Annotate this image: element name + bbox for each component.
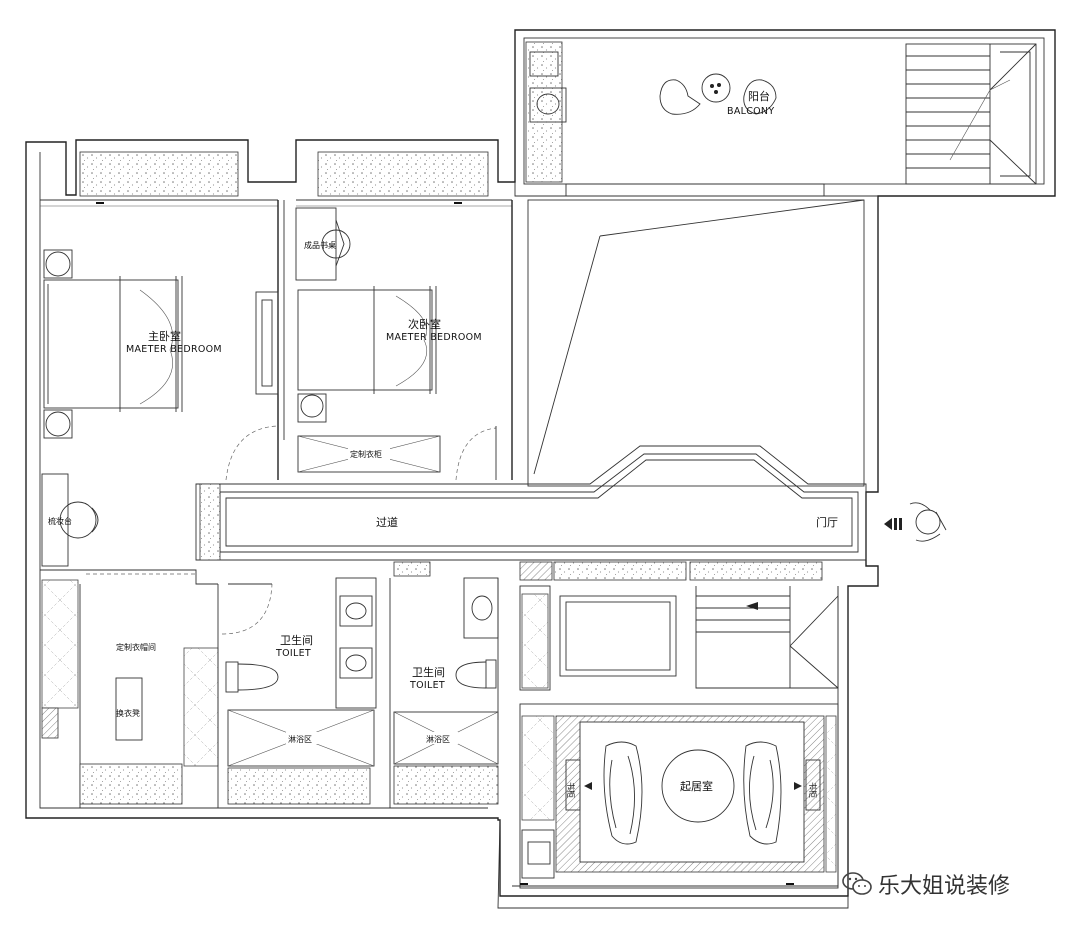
entrance-person [884,502,947,542]
second-bathroom: 卫生间 TOILET 淋浴区 [389,561,499,808]
dresser-label: 梳妆台 [48,516,72,526]
corridor: 过道 门厅 [195,445,867,561]
master-bedroom-planter [79,151,239,197]
master-bedroom: 主卧室 MAETER BEDROOM [43,200,285,481]
closet-planter [79,763,183,805]
walk-in-closet: 换衣凳 定制衣帽间 [40,569,219,808]
wardrobe [297,435,441,473]
corridor-label: 过道 [376,515,398,529]
balcony: 阳台 BALCONY [523,37,1045,197]
desk [295,207,337,281]
main-bath-label-en: TOILET [275,648,311,659]
foyer-label: 门厅 [816,515,838,529]
master-door-swing [225,425,279,481]
upper-staircase [905,43,1037,185]
watermark: 乐大姐说装修 [842,868,1010,900]
living-room: 起居室 书柜 书柜 [519,703,839,889]
second-bed [297,286,437,394]
cabinet-left-label: 书柜 [566,782,576,798]
second-shower-label: 淋浴区 [426,734,450,744]
second-bedroom: 成品书桌 定制衣柜 次卧室 MAETER BEDROOM [295,200,513,481]
sofa-right [743,741,782,845]
watermark-text: 乐大姐说装修 [878,874,1011,899]
second-bedroom-label-en: MAETER BEDROOM [386,332,482,343]
balcony-planter [525,41,563,183]
balcony-label-en: BALCONY [727,106,774,117]
second-bath-label-en: TOILET [409,680,445,691]
desk-label: 成品书桌 [304,240,336,250]
dresser-area: 梳妆台 [41,473,99,567]
balcony-chairs [659,73,777,115]
main-bath-label-cn: 卫生间 [280,633,313,647]
master-tv-unit [255,291,279,395]
living-room-label: 起居室 [680,779,713,793]
second-shower [393,711,499,765]
lower-staircase [519,561,839,691]
second-bedroom-planter [317,151,489,197]
closet-label: 定制衣帽间 [116,642,156,652]
wardrobe-label: 定制衣柜 [350,449,382,459]
master-bedroom-label-cn: 主卧室 [148,329,181,343]
open-void [527,199,865,487]
bench-label: 换衣凳 [116,708,140,718]
sofa-left [603,741,643,845]
coffee-table [661,749,735,823]
balcony-label-cn: 阳台 [748,89,770,103]
second-bath-label-cn: 卫生间 [412,665,445,679]
second-bedroom-label-cn: 次卧室 [408,317,441,331]
main-bathroom: 卫生间 TOILET 淋浴区 [221,577,377,805]
master-bed [43,276,183,412]
second-door-swing [455,427,497,481]
closet-bench [115,677,143,741]
cabinet-right-label: 书柜 [808,782,818,798]
master-bedroom-label-en: MAETER BEDROOM [126,344,222,355]
wechat-icon [842,872,872,895]
main-shower [227,709,375,767]
main-shower-label: 淋浴区 [288,734,312,744]
